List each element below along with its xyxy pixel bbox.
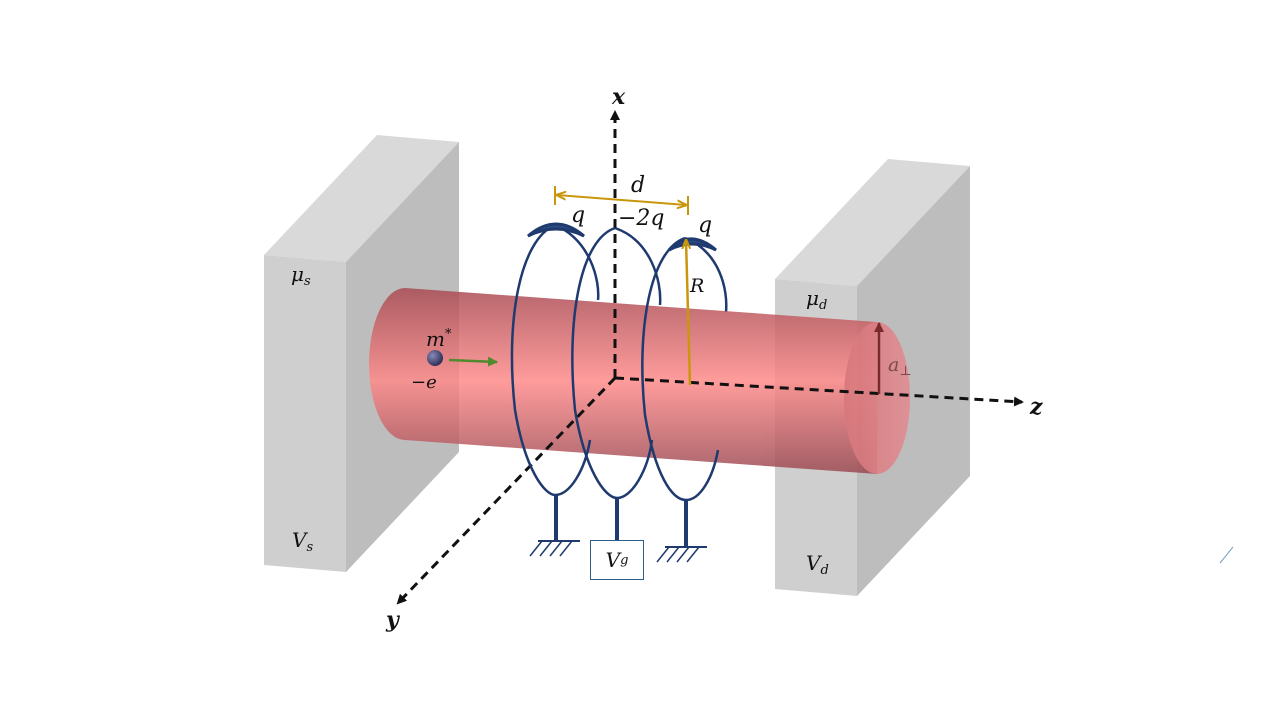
gate-ring-left — [510, 223, 592, 497]
spacing-label: d — [631, 173, 645, 198]
source-mu-label: μs — [291, 262, 311, 289]
nanowire-end-cap — [844, 322, 910, 474]
gate-supports — [554, 495, 688, 546]
center-charge-label: −2q — [618, 206, 665, 231]
nanowire — [369, 288, 910, 474]
radius-label: R — [689, 275, 704, 297]
spacing-dimension — [554, 186, 689, 215]
velocity-arrow — [448, 356, 498, 367]
ground-symbol-left — [529, 540, 580, 557]
gate-voltage-subscript: g — [620, 552, 629, 568]
drain-v-label: Vd — [806, 551, 829, 578]
gate-voltage-symbol: V — [605, 548, 621, 572]
gate-ring-center — [571, 226, 654, 500]
x-axis-label: x — [611, 84, 626, 110]
gate-rings-front — [510, 223, 720, 502]
z-axis — [614, 376, 1024, 407]
gate-ring-right — [641, 236, 720, 502]
coordinate-axes — [396, 110, 1024, 605]
left-charge-label: q — [571, 203, 585, 228]
y-axis-label: y — [385, 607, 401, 633]
radius-arrow — [686, 240, 692, 386]
gate-rings-back — [554, 223, 728, 313]
source-v-label: Vs — [292, 528, 313, 555]
ground-symbol-right — [656, 546, 707, 563]
y-axis — [396, 376, 617, 605]
mass-label: m* — [426, 327, 452, 351]
wire-radius-label: a⊥ — [888, 354, 912, 379]
stray-mark — [1219, 546, 1234, 564]
z-axis-label: z — [1029, 394, 1043, 420]
right-charge-label: q — [698, 213, 712, 238]
electron — [427, 350, 443, 366]
drain-mu-label: μd — [806, 286, 827, 313]
charge-label: −e — [411, 372, 437, 393]
